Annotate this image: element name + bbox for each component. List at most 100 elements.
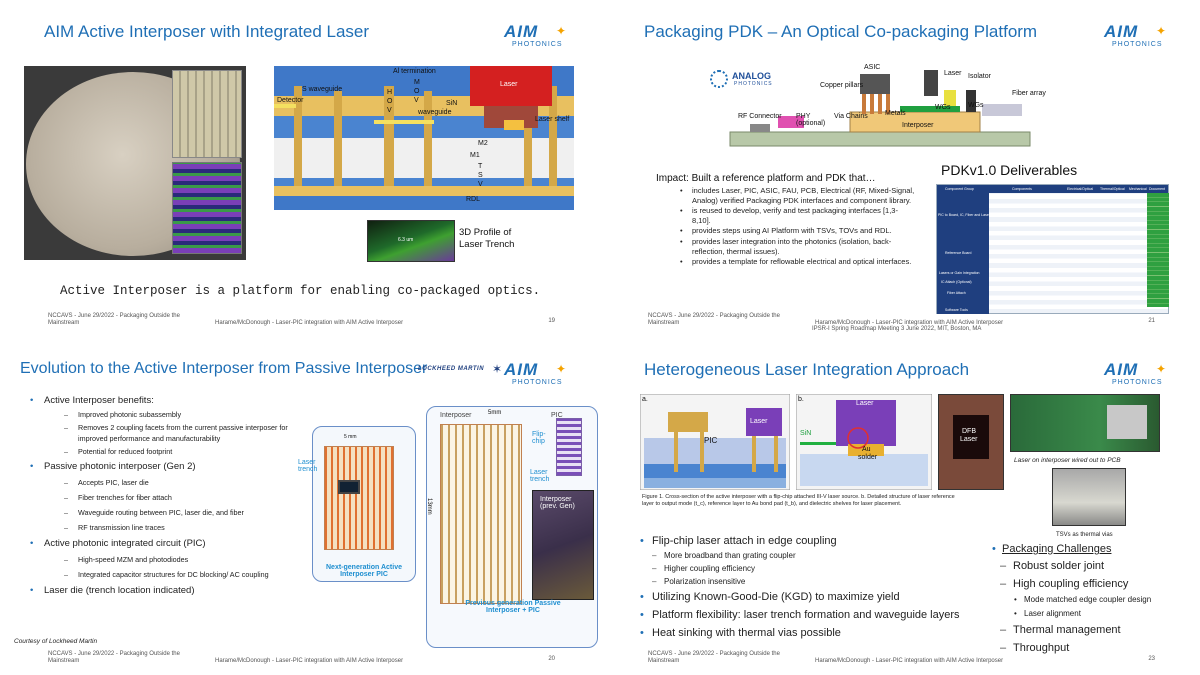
challenge-subitem: •Mode matched edge coupler design xyxy=(1014,595,1152,604)
slide-title: Heterogeneous Laser Integration Approach xyxy=(644,360,970,379)
aim-photonics-logo: AIM✦PHOTONICS xyxy=(504,360,566,386)
aim-photonics-logo: AIM✦PHOTONICS xyxy=(1104,22,1166,48)
label-metals: Metals xyxy=(885,110,906,117)
table-group-column xyxy=(937,193,989,314)
table-group: Software Tools xyxy=(945,308,968,312)
impact-bullet: •is reused to develop, verify and test p… xyxy=(680,206,898,225)
profile-label: 3D Profile of Laser Trench xyxy=(459,227,515,250)
bullet-l2: –High-speed MZM and photodiodes xyxy=(64,555,189,564)
tsv-photo xyxy=(1052,468,1126,526)
slide-19: AIM Active Interposer with Integrated La… xyxy=(0,0,600,337)
slide-title: Evolution to the Active Interposer from … xyxy=(20,360,428,377)
laser-block xyxy=(924,70,938,96)
aim-photonics-logo: AIM✦PHOTONICS xyxy=(1104,360,1166,386)
label-rdl: RDL xyxy=(466,196,481,203)
label-5mm: 5mm xyxy=(488,410,502,416)
prev-gen-photo xyxy=(532,490,594,600)
prev-gen-interposer xyxy=(440,424,522,604)
label-al-termination: Al termination xyxy=(393,68,436,75)
label-interposer: Interposer xyxy=(440,412,472,419)
label-tsv: T S V xyxy=(478,163,483,188)
bullet-l2: –Polarization insensitive xyxy=(652,577,746,586)
challenge-item: –Thermal management xyxy=(1000,624,1121,636)
label-laser: Laser xyxy=(500,81,518,88)
bullet-l1: •Active Interposer benefits: xyxy=(30,395,154,406)
label-dfb: DFB xyxy=(962,428,976,435)
bullet-l1: •Active photonic integrated circuit (PIC… xyxy=(30,538,206,549)
figure-b-detail xyxy=(796,394,932,490)
footer-event: NCCAVS - June 29/2022 - Packaging Outsid… xyxy=(48,651,180,664)
laser-cross-section xyxy=(274,66,574,210)
benefits-list: •Active Interposer benefits: –Improved p… xyxy=(30,394,305,600)
label-b: b. xyxy=(798,396,804,403)
bullet-l2: –Fiber trenches for fiber attach xyxy=(64,493,172,502)
slide-23: Heterogeneous Laser Integration Approach… xyxy=(600,338,1200,675)
trench-3d-profile-image: 6.3 um xyxy=(367,220,455,262)
label-13mm: 13mm xyxy=(426,498,432,515)
label-m1: M1 xyxy=(470,152,480,159)
table-group: Fiber Attach xyxy=(947,291,966,295)
courtesy-note: Courtesy of Lockheed Martin xyxy=(14,638,98,645)
label-m2: M2 xyxy=(478,140,488,147)
label-fiber-array: Fiber array xyxy=(1012,90,1046,97)
bullet-l1: •Laser die (trench location indicated) xyxy=(30,585,195,596)
lockheed-star-icon: ✶ xyxy=(492,362,503,376)
pcb-caption: Laser on interposer wired out to PCB xyxy=(1014,457,1121,464)
footer-authors: Harame/McDonough - Laser-PIC integration… xyxy=(215,320,404,326)
challenge-item: –Robust solder joint xyxy=(1000,560,1105,572)
label-laser-shelf: Laser shelf xyxy=(535,116,570,123)
bullet-l2: –Higher coupling efficiency xyxy=(652,564,756,573)
label-laser-trench-right: Laser trench xyxy=(530,469,550,483)
laser-die xyxy=(470,66,552,106)
label-asic: ASIC xyxy=(864,64,881,71)
slide-caption: Active Interposer is a platform for enab… xyxy=(60,284,541,298)
bullet-l2: –Removes 2 coupling facets from the curr… xyxy=(64,423,288,443)
table-header-cell: Component Group xyxy=(945,187,974,191)
figure-caption: Figure 1. Cross-section of the active in… xyxy=(642,494,955,507)
challenges-list: •Packaging Challenges –Robust solder joi… xyxy=(992,542,1192,657)
label-hov: H O V xyxy=(387,89,393,114)
label-mov: M O V xyxy=(414,79,420,104)
challenge-heading: •Packaging Challenges xyxy=(992,543,1112,555)
page-number: 21 xyxy=(1148,318,1155,324)
prev-gen-pic xyxy=(556,418,582,476)
label-wgs-1: WGs xyxy=(935,104,951,111)
footer-event: NCCAVS - June 29/2022 - Packaging Outsid… xyxy=(648,651,780,664)
bullet-l1: •Platform flexibility: laser trench form… xyxy=(640,609,960,621)
bullet-l1: •Utilizing Known-Good-Die (KGD) to maxim… xyxy=(640,591,900,603)
wafer-photo xyxy=(24,66,246,260)
footer-overlay: IPSR-I Spring Roadmap Meeting 3 June 202… xyxy=(812,326,982,332)
label-pic: PIC xyxy=(704,436,718,445)
table-header-cell: Thermal/Optical xyxy=(1100,187,1125,191)
impact-bullet: •provides steps using AI Platform with T… xyxy=(680,226,892,236)
label-interposer: Interposer xyxy=(902,122,934,129)
bullet-l2: –Waveguide routing between PIC, laser di… xyxy=(64,508,244,517)
laser-chip-a xyxy=(746,408,782,436)
bullet-l1: •Passive photonic interposer (Gen 2) xyxy=(30,461,196,472)
impact-bullets: •includes Laser, PIC, ASIC, FAU, PCB, El… xyxy=(680,186,916,267)
bullet-l2: –Potential for reduced footprint xyxy=(64,447,173,456)
table-group: Lasers or Gain Integration xyxy=(939,271,980,275)
impact-bullet: •includes Laser, PIC, ASIC, FAU, PCB, El… xyxy=(680,186,915,205)
label-rf-connector: RF Connector xyxy=(738,113,782,120)
label-copper-pillars: Copper pillars xyxy=(820,82,864,89)
bullet-l1: •Flip-chip laser attach in edge coupling xyxy=(640,535,837,547)
label-detector: Detector xyxy=(277,97,304,104)
tsv-caption: TSVs as thermal vias xyxy=(1056,532,1113,538)
footer-event: NCCAVS - June 29/2022 - Packaging Outsid… xyxy=(48,313,180,326)
footer-event: NCCAVS - June 29/2022 - Packaging Outsid… xyxy=(648,313,780,326)
asic-chip xyxy=(860,74,890,94)
laser-chip-b xyxy=(836,400,896,446)
challenge-item: –High coupling efficiency xyxy=(1000,578,1129,590)
label-wgs-2: WGs xyxy=(968,102,984,109)
bullet-l2: –Improved photonic subassembly xyxy=(64,410,182,419)
bullet-l2: –Accepts PIC, laser die xyxy=(64,478,149,487)
label-solder: solder xyxy=(858,454,878,461)
label-waveguide: waveguide xyxy=(418,109,452,116)
co-packaging-diagram xyxy=(729,70,1031,147)
analog-icon xyxy=(710,70,728,88)
label-sin: SiN xyxy=(800,430,812,437)
page-number: 19 xyxy=(548,318,555,324)
footer-authors: Harame/McDonough - Laser-PIC integration… xyxy=(815,320,1004,326)
slide-title: Packaging PDK – An Optical Co-packaging … xyxy=(644,22,1038,41)
